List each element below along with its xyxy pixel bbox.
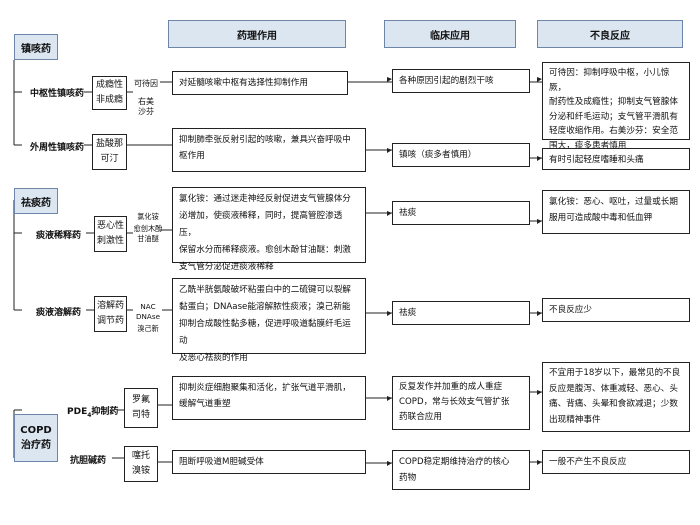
clinical-sputum-lyse: 祛痰 bbox=[392, 301, 530, 325]
clinical-pde4-l3: 药联合应用 bbox=[399, 412, 442, 422]
drug-name-ammonium: 氯化铵 bbox=[137, 212, 159, 221]
clinical-central: 各种原因引起的剧烈干咳 bbox=[392, 69, 530, 93]
category-copd: COPD 治疗药 bbox=[14, 414, 58, 462]
adverse-antitussive-l2: 耐药性及成瘾性；抑制支气管腺体 bbox=[549, 97, 678, 107]
subclass-sputum-dilute: 痰液稀释药 bbox=[36, 231, 82, 241]
type-peripheral-1: 盐酸那 bbox=[95, 139, 123, 149]
pharm-peripheral-l2: 枢作用 bbox=[179, 151, 205, 161]
drug-name-nac: NAC bbox=[140, 302, 156, 311]
pharm-sputum-dilute: 氯化铵：通过迷走神经反射促进支气管腺体分 泌增加，使痰液稀释，同时，提高管腔渗透… bbox=[172, 187, 366, 272]
drug-name-bromhexine: 溴己新 bbox=[137, 324, 159, 333]
pharm-dilute-l2: 泌增加，使痰液稀释，同时，提高管腔渗透压， bbox=[179, 211, 343, 238]
type-dilute-2: 刺激性 bbox=[96, 236, 124, 246]
pharm-peripheral-l1: 抑制肺牵张反射引起的咳嗽，兼具兴奋呼吸中 bbox=[179, 135, 351, 145]
header-pharmacology: 药理作用 bbox=[168, 20, 346, 48]
type-box-pde4: 罗氟 司特 bbox=[124, 388, 158, 428]
drug-name-dextro-1: 右美 bbox=[138, 97, 154, 106]
adverse-sputum-dilute: 氯化铵：恶心、呕吐，过量或长期 服用可造成酸中毒和低血钾 bbox=[542, 190, 690, 234]
drug-name-dnase: DNAse bbox=[136, 312, 160, 321]
pharm-dilute-l4: 支气管分泌促进痰液稀释 bbox=[179, 262, 274, 272]
type-box-sputum-dilute: 恶心性 刺激性 bbox=[94, 216, 127, 252]
subclass-pde4: PDE4抑制药 bbox=[67, 404, 118, 419]
drug-name-codeine: 可待因 bbox=[134, 79, 158, 88]
type-antichol-2: 溴铵 bbox=[131, 466, 150, 476]
pharm-anticholinergic: 阻断呼吸道M胆碱受体 bbox=[172, 450, 366, 474]
type-central-1: 成瘾性 bbox=[95, 80, 123, 90]
subclass-sputum-lyse: 痰液溶解药 bbox=[36, 308, 82, 318]
type-box-peripheral: 盐酸那 可汀 bbox=[92, 134, 127, 170]
drug-name-dextro-2: 沙芬 bbox=[138, 107, 154, 116]
pharm-pde4: 抑制炎症细胞聚集和活化，扩张气道平滑肌， 缓解气道重塑 bbox=[172, 376, 366, 420]
category-expectorant: 祛痰药 bbox=[14, 188, 58, 214]
adverse-pde4-l4: 出现精神事件 bbox=[549, 414, 601, 425]
type-dilute-1: 恶心性 bbox=[96, 221, 124, 231]
type-box-anticholinergic: 噻托 溴铵 bbox=[124, 446, 158, 482]
pharm-lyse-l2: 黏蛋白；DNAase能溶解脓性痰液；溴己新能 bbox=[179, 302, 351, 312]
type-box-central: 成瘾性 非成瘾 bbox=[92, 76, 127, 110]
pharm-lyse-l4: 及恶心祛痰的作用 bbox=[179, 353, 248, 363]
pde4-suffix: 抑制药 bbox=[91, 407, 119, 417]
adverse-pde4: 不宜用于18岁以下，最常见的不良 反应是腹泻、体重减轻、恶心、头 痛、背痛、头晕… bbox=[542, 362, 690, 432]
clinical-anticholinergic: COPD稳定期维持治疗的核心 药物 bbox=[392, 450, 530, 490]
category-antitussive: 镇咳药 bbox=[14, 34, 58, 60]
adverse-antitussive-l4: 轻度收缩作用。右美沙芬：安全范 bbox=[549, 126, 678, 136]
adverse-antitussive-l3: 分泌和纤毛运动；支气管平滑肌有 bbox=[549, 111, 678, 122]
pharm-peripheral: 抑制肺牵张反射引起的咳嗽，兼具兴奋呼吸中 枢作用 bbox=[172, 128, 366, 172]
type-pde4-2: 司特 bbox=[131, 410, 150, 420]
pharm-dilute-l3: 保留水分而稀释痰液。愈创木酚甘油醚：刺激 bbox=[179, 245, 351, 255]
pharm-central: 对延髓咳嗽中枢有选择性抑制作用 bbox=[172, 71, 348, 95]
clinical-pde4-l2: COPD，常与长效支气管扩张 bbox=[399, 397, 510, 407]
type-pde4-1: 罗氟 bbox=[131, 395, 150, 405]
pharm-lyse-l3: 抑制合成酸性黏多糖，促进呼吸道黏膜纤毛运动 bbox=[179, 319, 351, 346]
type-central-2: 非成瘾 bbox=[95, 95, 123, 105]
clinical-antichol-l2: 药物 bbox=[399, 473, 417, 483]
subclass-anticholinergic: 抗胆碱药 bbox=[70, 456, 107, 466]
adverse-anticholinergic: 一般不产生不良反应 bbox=[542, 450, 690, 474]
copd-line2: 治疗药 bbox=[21, 440, 51, 451]
type-antichol-1: 噻托 bbox=[131, 451, 150, 461]
adverse-antitussive: 可待因：抑制呼吸中枢，小儿惊厥， 耐药性及成瘾性；抑制支气管腺体 分泌和纤毛运动… bbox=[542, 62, 690, 151]
adverse-dilute-l1: 氯化铵：恶心、呕吐，过量或长期 bbox=[549, 197, 678, 207]
clinical-pde4: 反复发作并加重的成人重症 COPD，常与长效支气管扩张 药联合应用 bbox=[392, 376, 530, 430]
pharm-lyse-l1: 乙酰半胱氨酸破坏粘蛋白中的二硫键可以裂解 bbox=[179, 285, 351, 295]
type-peripheral-2: 可汀 bbox=[100, 154, 119, 164]
adverse-peripheral: 有时引起轻度嗜睡和头痛 bbox=[542, 148, 690, 170]
adverse-dilute-l2: 服用可造成酸中毒和低血钾 bbox=[549, 213, 653, 223]
adverse-pde4-l1: 不宜用于18岁以下，最常见的不良 bbox=[549, 368, 681, 378]
clinical-peripheral: 镇咳（痰多者慎用） bbox=[392, 143, 530, 167]
subclass-central: 中枢性镇咳药 bbox=[30, 89, 85, 99]
type-lyse-1: 溶解药 bbox=[96, 301, 124, 311]
clinical-sputum-dilute: 祛痰 bbox=[392, 201, 530, 225]
type-box-sputum-lyse: 溶解药 调节药 bbox=[94, 296, 127, 332]
header-adverse: 不良反应 bbox=[537, 20, 683, 48]
pharm-pde4-l2: 缓解气道重塑 bbox=[179, 399, 231, 409]
type-lyse-2: 调节药 bbox=[96, 316, 124, 326]
pharm-sputum-lyse: 乙酰半胱氨酸破坏粘蛋白中的二硫键可以裂解 黏蛋白；DNAase能溶解脓性痰液；溴… bbox=[172, 278, 366, 363]
pde4-subscript: 4 bbox=[87, 411, 92, 419]
adverse-antitussive-l1: 可待因：抑制呼吸中枢，小儿惊厥， bbox=[549, 68, 670, 93]
pharm-dilute-l1: 氯化铵：通过迷走神经反射促进支气管腺体分 bbox=[179, 194, 351, 204]
clinical-pde4-l1: 反复发作并加重的成人重症 bbox=[399, 382, 503, 392]
drug-name-guaifenesin-2: 甘油醚 bbox=[137, 234, 159, 243]
adverse-pde4-l3: 痛、背痛、头晕和食欲减退；少数 bbox=[549, 399, 678, 409]
clinical-antichol-l1: COPD稳定期维持治疗的核心 bbox=[399, 457, 510, 467]
adverse-pde4-l2: 反应是腹泻、体重减轻、恶心、头 bbox=[549, 383, 678, 394]
header-clinical: 临床应用 bbox=[384, 20, 516, 48]
copd-line1: COPD bbox=[20, 425, 52, 436]
adverse-antitussive-l5: 围大，痰多患者慎用 bbox=[549, 140, 627, 151]
adverse-sputum-lyse: 不良反应少 bbox=[542, 298, 690, 322]
subclass-peripheral: 外周性镇咳药 bbox=[30, 143, 85, 153]
pde4-prefix: PDE bbox=[67, 407, 88, 417]
pharm-pde4-l1: 抑制炎症细胞聚集和活化，扩张气道平滑肌， bbox=[179, 383, 351, 393]
drug-name-guaifenesin-1: 愈创木酚 bbox=[133, 224, 163, 233]
